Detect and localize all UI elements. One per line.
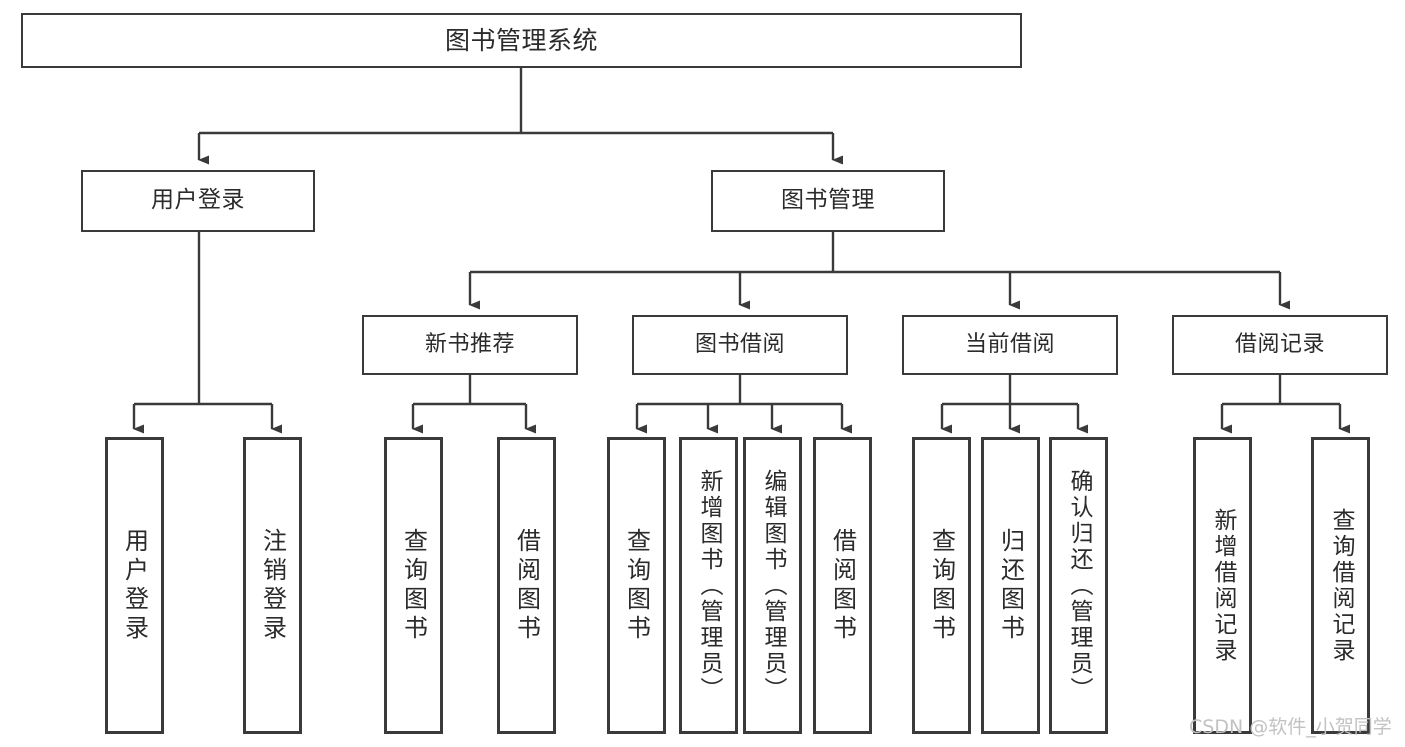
node-label: 当前借阅 bbox=[964, 332, 1055, 358]
node-label: 确认归还（管理员） bbox=[1066, 468, 1092, 703]
leaf-borrow-book[interactable]: 借阅图书 bbox=[813, 437, 872, 734]
node-label: 注销登录 bbox=[258, 527, 287, 644]
leaf-confirm-return-admin[interactable]: 确认归还（管理员） bbox=[1049, 437, 1108, 734]
node-label: 借阅记录 bbox=[1234, 332, 1325, 358]
leaf-add-book-admin[interactable]: 新增图书（管理员） bbox=[679, 437, 738, 734]
node-book-management[interactable]: 图书管理 bbox=[711, 170, 945, 232]
node-user-login[interactable]: 用户登录 bbox=[81, 170, 315, 232]
csdn-watermark: CSDN @软件_小贺同学 bbox=[1189, 716, 1392, 738]
leaf-return-book[interactable]: 归还图书 bbox=[981, 437, 1040, 734]
node-label: 查询图书 bbox=[399, 527, 428, 644]
node-label: 图书借阅 bbox=[694, 332, 785, 358]
node-label: 查询借阅记录 bbox=[1328, 507, 1354, 664]
node-label: 查询图书 bbox=[927, 527, 956, 644]
node-label: 用户登录 bbox=[151, 187, 245, 214]
node-current-borrow[interactable]: 当前借阅 bbox=[902, 315, 1118, 375]
node-label: 新增借阅记录 bbox=[1210, 507, 1236, 664]
leaf-user-login[interactable]: 用户登录 bbox=[105, 437, 164, 734]
node-borrow-record[interactable]: 借阅记录 bbox=[1172, 315, 1388, 375]
node-label: 查询图书 bbox=[622, 527, 651, 644]
node-label: 归还图书 bbox=[996, 527, 1025, 644]
node-label: 新增图书（管理员） bbox=[696, 468, 722, 703]
leaf-edit-book-admin[interactable]: 编辑图书（管理员） bbox=[743, 437, 802, 734]
node-label: 借阅图书 bbox=[828, 527, 857, 644]
leaf-query-book-borrow[interactable]: 查询图书 bbox=[607, 437, 666, 734]
node-label: 编辑图书（管理员） bbox=[760, 468, 786, 703]
node-label: 图书管理系统 bbox=[444, 25, 598, 55]
node-book-borrow[interactable]: 图书借阅 bbox=[632, 315, 848, 375]
leaf-borrow-book-recommend[interactable]: 借阅图书 bbox=[497, 437, 556, 734]
node-label: 新书推荐 bbox=[424, 332, 515, 358]
node-label: 图书管理 bbox=[781, 187, 875, 214]
leaf-query-book-current[interactable]: 查询图书 bbox=[912, 437, 971, 734]
leaf-query-book-recommend[interactable]: 查询图书 bbox=[384, 437, 443, 734]
leaf-add-borrow-record[interactable]: 新增借阅记录 bbox=[1193, 437, 1252, 734]
node-root-system[interactable]: 图书管理系统 bbox=[21, 13, 1022, 68]
leaf-query-borrow-record[interactable]: 查询借阅记录 bbox=[1311, 437, 1370, 734]
node-new-book-recommend[interactable]: 新书推荐 bbox=[362, 315, 578, 375]
leaf-user-logout[interactable]: 注销登录 bbox=[243, 437, 302, 734]
node-label: 用户登录 bbox=[120, 527, 149, 644]
node-label: 借阅图书 bbox=[512, 527, 541, 644]
